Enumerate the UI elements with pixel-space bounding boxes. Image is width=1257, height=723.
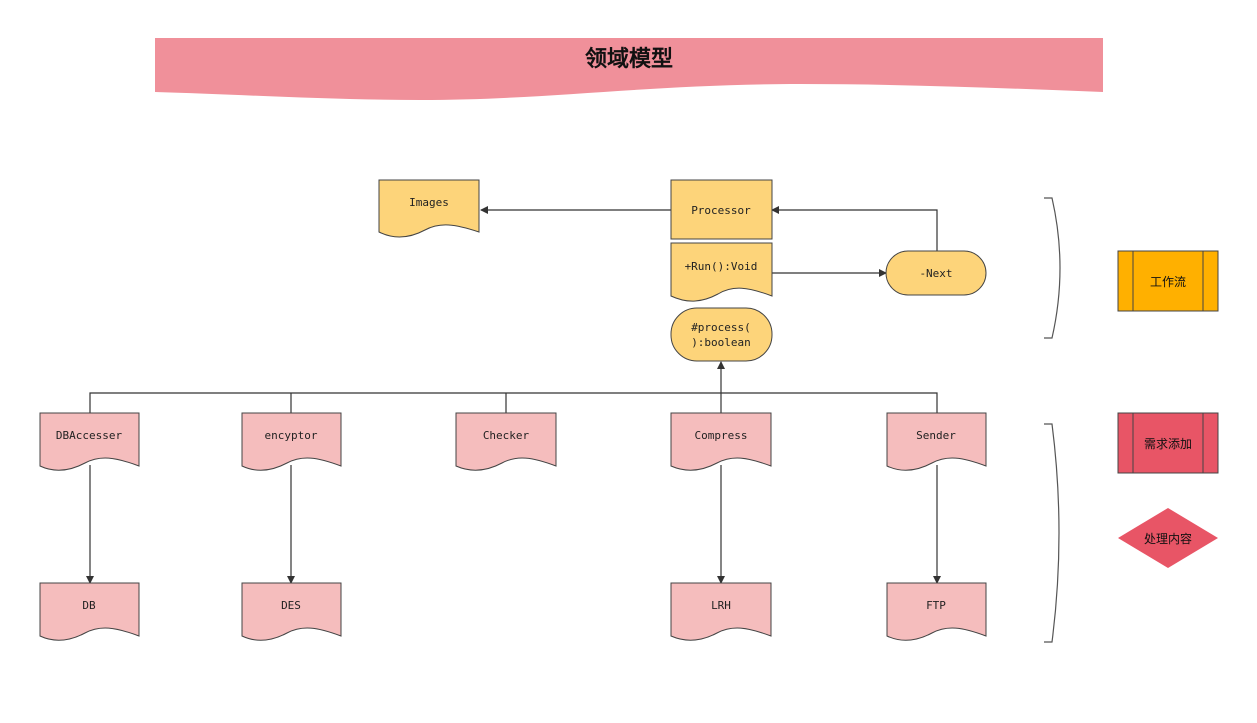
document-shape (39, 582, 140, 641)
connector-bus (89, 392, 938, 413)
node-label: LRH (711, 599, 731, 612)
terminator-shape (670, 307, 773, 362)
node-db[interactable]: DB (39, 582, 140, 641)
connector-next-processor (771, 206, 938, 251)
node-next[interactable]: -Next (885, 250, 987, 296)
connectors (86, 206, 941, 584)
document-shape (670, 242, 773, 302)
document-shape (241, 412, 342, 471)
node-processor[interactable]: Processor (670, 179, 773, 240)
node-label: -Next (919, 267, 952, 280)
document-shape (670, 412, 772, 471)
banner-shape (155, 38, 1103, 100)
node-run-method[interactable]: +Run():Void (670, 242, 773, 302)
document-shape (886, 412, 987, 471)
legend-process-content[interactable]: 处理内容 (1118, 508, 1218, 568)
document-shape (39, 412, 140, 471)
node-label: +Run():Void (685, 260, 758, 273)
node-label: DES (281, 599, 301, 612)
node-label: DB (82, 599, 96, 612)
node-lrh[interactable]: LRH (670, 582, 772, 641)
node-label: DBAccesser (56, 429, 123, 442)
bracket-workflow (1044, 197, 1061, 339)
document-shape (886, 582, 987, 641)
node-label: FTP (926, 599, 946, 612)
predefined-process-shape (1117, 412, 1219, 474)
terminator-shape (885, 250, 987, 296)
node-ftp[interactable]: FTP (886, 582, 987, 641)
node-label: Images (409, 196, 449, 209)
node-checker[interactable]: Checker (455, 412, 557, 471)
page-title: 领域模型 (585, 46, 673, 72)
legend-label: 处理内容 (1144, 531, 1192, 546)
legend-workflow[interactable]: 工作流 (1117, 250, 1219, 312)
node-label: Compress (695, 429, 748, 442)
node-encyptor[interactable]: encyptor (241, 412, 342, 471)
node-label-line1: #process( (691, 321, 751, 334)
document-shape (670, 582, 772, 641)
node-label: encyptor (265, 429, 318, 442)
title-banner: 领域模型 (155, 38, 1103, 100)
rectangle-shape (670, 179, 773, 240)
document-shape (241, 582, 342, 641)
legend-label: 需求添加 (1144, 437, 1192, 451)
node-label: Processor (691, 204, 751, 217)
node-dbaccesser[interactable]: DBAccesser (39, 412, 140, 471)
document-shape (378, 179, 480, 238)
node-label: Sender (916, 429, 956, 442)
decision-shape (1118, 508, 1218, 568)
node-compress[interactable]: Compress (670, 412, 772, 471)
node-des[interactable]: DES (241, 582, 342, 641)
document-shape (455, 412, 557, 471)
node-images[interactable]: Images (378, 179, 480, 238)
node-process-method[interactable]: #process( ):boolean (670, 307, 773, 362)
node-sender[interactable]: Sender (886, 412, 987, 471)
node-label-line2: ):boolean (691, 336, 751, 349)
predefined-process-shape (1117, 250, 1219, 312)
legend-requirement[interactable]: 需求添加 (1117, 412, 1219, 474)
bracket-requirement (1044, 423, 1060, 643)
legend-label: 工作流 (1150, 275, 1186, 289)
node-label: Checker (483, 429, 530, 442)
